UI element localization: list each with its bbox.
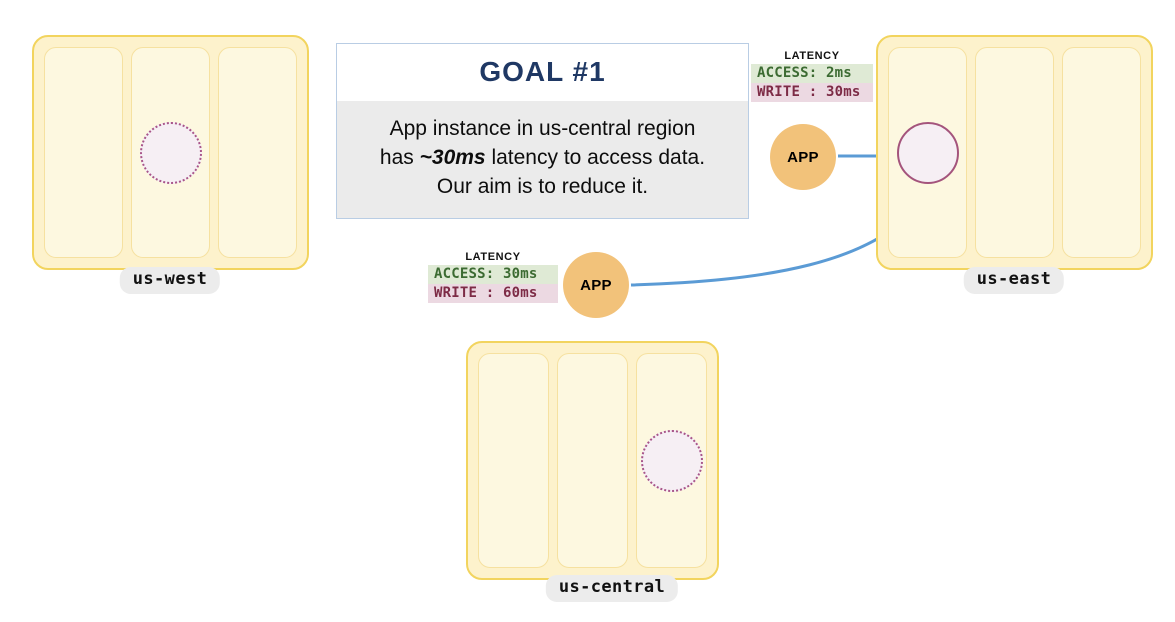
app-node-us-central[interactable]: APP xyxy=(563,252,629,318)
region-label-us-west: us-west xyxy=(119,267,221,294)
replica-us-east-leader[interactable] xyxy=(896,121,959,184)
region-us-central[interactable] xyxy=(466,341,719,580)
app-node-us-east[interactable]: APP xyxy=(770,124,836,190)
latency-write-row: WRITE : 60ms xyxy=(428,284,558,303)
zone-us-central-a[interactable] xyxy=(478,353,549,568)
goal-title: GOAL #1 xyxy=(337,44,748,101)
app-node-label: APP xyxy=(787,148,819,166)
region-us-east[interactable] xyxy=(876,35,1153,270)
zone-us-east-b[interactable] xyxy=(975,47,1054,258)
zone-us-east-c[interactable] xyxy=(1062,47,1141,258)
latency-access-row: ACCESS: 2ms xyxy=(751,64,873,83)
latency-access-row: ACCESS: 30ms xyxy=(428,265,558,284)
goal-body: App instance in us-central region has ~3… xyxy=(337,101,748,218)
zone-us-east-a[interactable] xyxy=(888,47,967,258)
latency-write-row: WRITE : 30ms xyxy=(751,83,873,102)
goal-body-line-1: App instance in us-central region xyxy=(389,117,696,140)
goal-body-line-2-post: latency to access data. xyxy=(485,145,706,169)
replica-us-central-follower[interactable] xyxy=(640,429,703,492)
latency-box-us-central: LATENCY ACCESS: 30ms WRITE : 60ms xyxy=(428,251,558,303)
goal-callout: GOAL #1 App instance in us-central regio… xyxy=(336,43,749,219)
goal-body-line-2: has ~30ms latency to access data. xyxy=(353,144,732,173)
zone-us-west-b[interactable] xyxy=(131,47,210,258)
goal-body-line-2-pre: has xyxy=(379,145,420,169)
latency-box-us-east: LATENCY ACCESS: 2ms WRITE : 30ms xyxy=(751,50,873,102)
zone-us-west-c[interactable] xyxy=(218,47,297,258)
region-label-us-east: us-east xyxy=(963,267,1065,294)
app-node-label: APP xyxy=(580,276,612,294)
replica-us-west-follower[interactable] xyxy=(139,121,202,184)
latency-title: LATENCY xyxy=(465,251,521,263)
zone-us-central-b[interactable] xyxy=(557,353,628,568)
goal-body-line-3: Our aim is to reduce it. xyxy=(436,174,649,198)
zone-us-central-c[interactable] xyxy=(636,353,707,568)
zone-us-west-a[interactable] xyxy=(44,47,123,258)
region-label-us-central: us-central xyxy=(545,575,679,602)
goal-body-latency-emphasis: ~30ms xyxy=(419,145,486,169)
region-us-west[interactable] xyxy=(32,35,309,270)
latency-title: LATENCY xyxy=(784,50,840,62)
